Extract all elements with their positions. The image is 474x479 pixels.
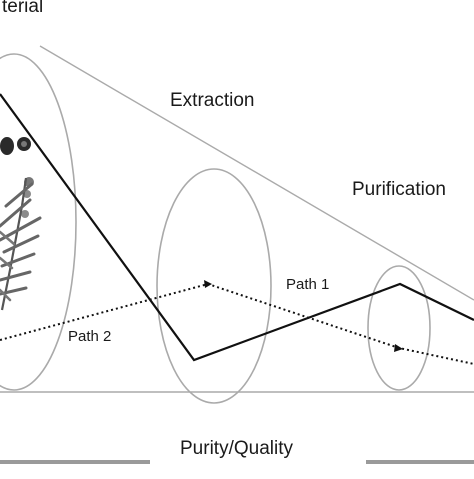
path1-label: Path 1	[286, 276, 330, 293]
path2-line	[0, 282, 474, 365]
path2-arrowhead-1	[204, 280, 212, 288]
extraction-ellipse	[156, 168, 272, 404]
path2-label: Path 2	[68, 328, 112, 345]
extraction-label: Extraction	[170, 90, 255, 111]
path1-line	[0, 93, 474, 362]
path2-arrowhead-2	[394, 344, 403, 352]
material-ellipse	[0, 53, 77, 391]
material-label: terial	[2, 0, 44, 17]
plant-material-illustration	[0, 137, 42, 311]
axis-label: Purity/Quality	[180, 438, 293, 459]
funnel-top-edge	[39, 45, 474, 301]
purification-ellipse	[367, 265, 431, 391]
purification-label: Purification	[352, 179, 446, 200]
